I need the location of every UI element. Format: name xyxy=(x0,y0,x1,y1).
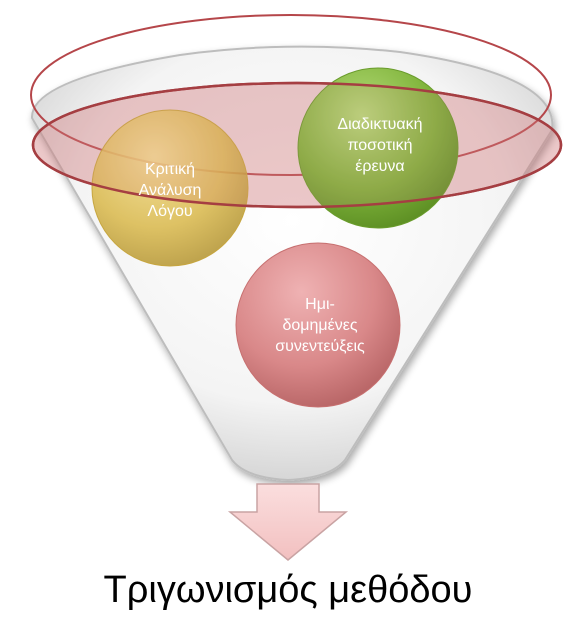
circle-label-imidomimenes-synentefxeis: Ημι- δομημένες συνεντεύξεις xyxy=(275,295,365,355)
funnel-rim xyxy=(30,14,552,176)
circle-diadiktyaki-erevna xyxy=(297,67,459,229)
circle-label-kritiki-analysi: Κριτική Ανάλυση Λόγου xyxy=(138,160,202,220)
circle-imidomimenes-synentefxeis xyxy=(235,242,401,408)
circle-label-diadiktyaki-erevna: Διαδικτυακή ποσοτική έρευνα xyxy=(337,115,423,175)
down-arrow-icon xyxy=(227,483,349,561)
highlight-band-edge xyxy=(31,81,563,209)
diagram-caption: Τριγωνισμός μεθόδου xyxy=(103,569,473,611)
circle-kritiki-analysi xyxy=(91,109,249,267)
